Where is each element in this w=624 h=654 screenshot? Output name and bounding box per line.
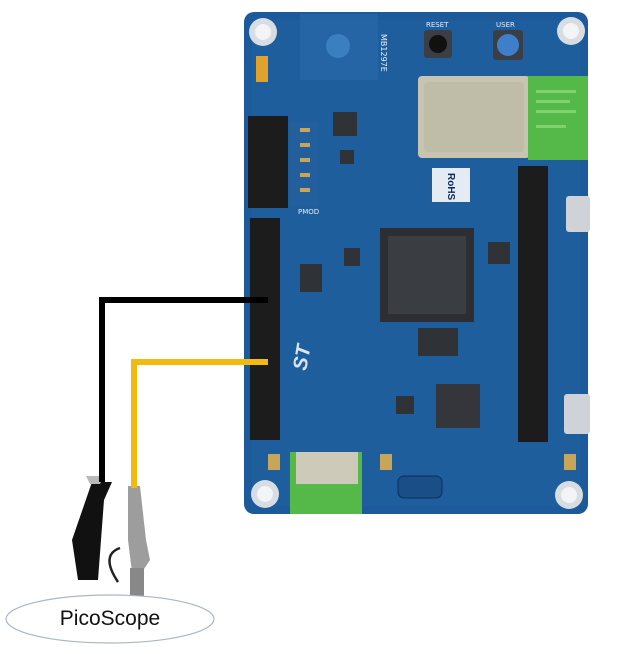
ic-small	[340, 150, 354, 164]
arduino-header-right	[518, 166, 548, 442]
crystal	[256, 56, 268, 82]
mounting-hole	[249, 18, 277, 46]
sensor	[268, 454, 280, 470]
ground-wire	[99, 297, 268, 482]
scope-probe	[108, 486, 150, 598]
wifi-module	[528, 76, 588, 160]
microcontroller-chip	[380, 228, 474, 322]
ic-qfn	[436, 384, 480, 428]
usb-connector	[564, 394, 590, 434]
mounting-hole	[557, 17, 585, 45]
reset-button-label: RESET	[426, 21, 449, 29]
arduino-header-left	[250, 218, 280, 440]
rohs-badge: RoHS	[432, 168, 470, 202]
bluetooth-module	[290, 452, 362, 514]
board-id-label: MB1297E	[379, 34, 388, 72]
pmod-label: PMOD	[298, 208, 319, 216]
ic-small	[300, 264, 322, 292]
picoscope-ellipse	[5, 594, 215, 644]
mounting-hole	[251, 480, 279, 508]
st-logo: ST	[289, 341, 315, 372]
ground-clip	[72, 476, 112, 580]
rohs-label: RoHS	[445, 173, 456, 201]
reset-button[interactable]	[424, 30, 452, 58]
ic-small	[418, 328, 458, 356]
st-logo-text: ST	[289, 341, 315, 372]
pmod-connector	[248, 116, 318, 208]
ic-small	[396, 396, 414, 414]
user-button[interactable]	[493, 30, 523, 60]
ic-small	[344, 248, 360, 266]
picoscope-label: PicoScope	[59, 607, 161, 630]
memory-module	[418, 76, 530, 158]
debug-connector	[397, 475, 443, 499]
sensor	[564, 454, 576, 470]
signal-wire	[131, 359, 268, 488]
ic-small	[488, 242, 510, 264]
mounting-hole	[555, 481, 583, 509]
user-button-label: USER	[496, 21, 515, 29]
ic-small	[333, 112, 357, 136]
sensor	[380, 454, 392, 470]
usb-connector	[566, 196, 590, 232]
